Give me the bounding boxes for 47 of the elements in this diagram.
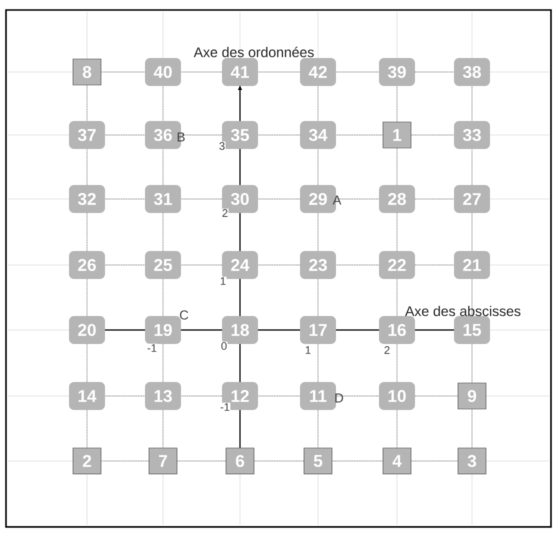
callout-number: 17 <box>300 316 336 344</box>
tick-label: 0 <box>220 342 228 350</box>
callout-number: 10 <box>379 382 415 410</box>
axis-title: Axe des ordonnées <box>194 46 314 58</box>
callout-number: 16 <box>379 316 415 344</box>
callout-number: 3 <box>458 448 486 474</box>
callout-number: 42 <box>300 58 336 86</box>
tick-label: 2 <box>221 208 229 218</box>
callout-number: 20 <box>69 316 105 344</box>
point-label: C <box>180 310 188 320</box>
callout-number: 39 <box>379 58 415 86</box>
tick-label: 3 <box>218 142 226 150</box>
callout-number: 22 <box>379 251 415 279</box>
callout-number: 37 <box>69 121 105 149</box>
callout-number: 32 <box>69 185 105 213</box>
callout-number: 31 <box>145 185 181 213</box>
callout-number: 4 <box>382 448 412 474</box>
callout-number: 7 <box>148 448 178 474</box>
tick-label: 1 <box>304 346 312 354</box>
callout-number: 23 <box>300 251 336 279</box>
callout-number: 9 <box>458 382 486 410</box>
callout-number: 41 <box>222 58 258 86</box>
callout-number: 27 <box>454 185 490 213</box>
callout-number: 11 <box>300 382 336 410</box>
callout-number: 28 <box>379 185 415 213</box>
tick-label: -1 <box>146 344 158 352</box>
callout-number: 1 <box>382 122 412 148</box>
callout-number: 38 <box>454 58 490 86</box>
callout-number: 25 <box>145 251 181 279</box>
tick-label: 1 <box>219 276 227 286</box>
point-label: D <box>335 394 344 402</box>
callout-number: 34 <box>300 121 336 149</box>
axis-title: Axe des abscisses <box>405 306 520 316</box>
callout-number: 6 <box>226 448 254 474</box>
tick-label: 2 <box>383 346 391 354</box>
callout-number: 19 <box>145 316 181 344</box>
callout-number: 21 <box>454 251 490 279</box>
callout-number: 26 <box>69 251 105 279</box>
callout-number: 33 <box>454 121 490 149</box>
callout-number: 15 <box>454 316 490 344</box>
callout-number: 13 <box>145 382 181 410</box>
callout-number: 14 <box>69 382 105 410</box>
callout-number: 40 <box>145 58 181 86</box>
callout-number: 5 <box>304 448 332 474</box>
tick-label: -1 <box>220 402 230 412</box>
callout-number: 2 <box>72 448 102 474</box>
callout-number: 8 <box>72 58 102 86</box>
